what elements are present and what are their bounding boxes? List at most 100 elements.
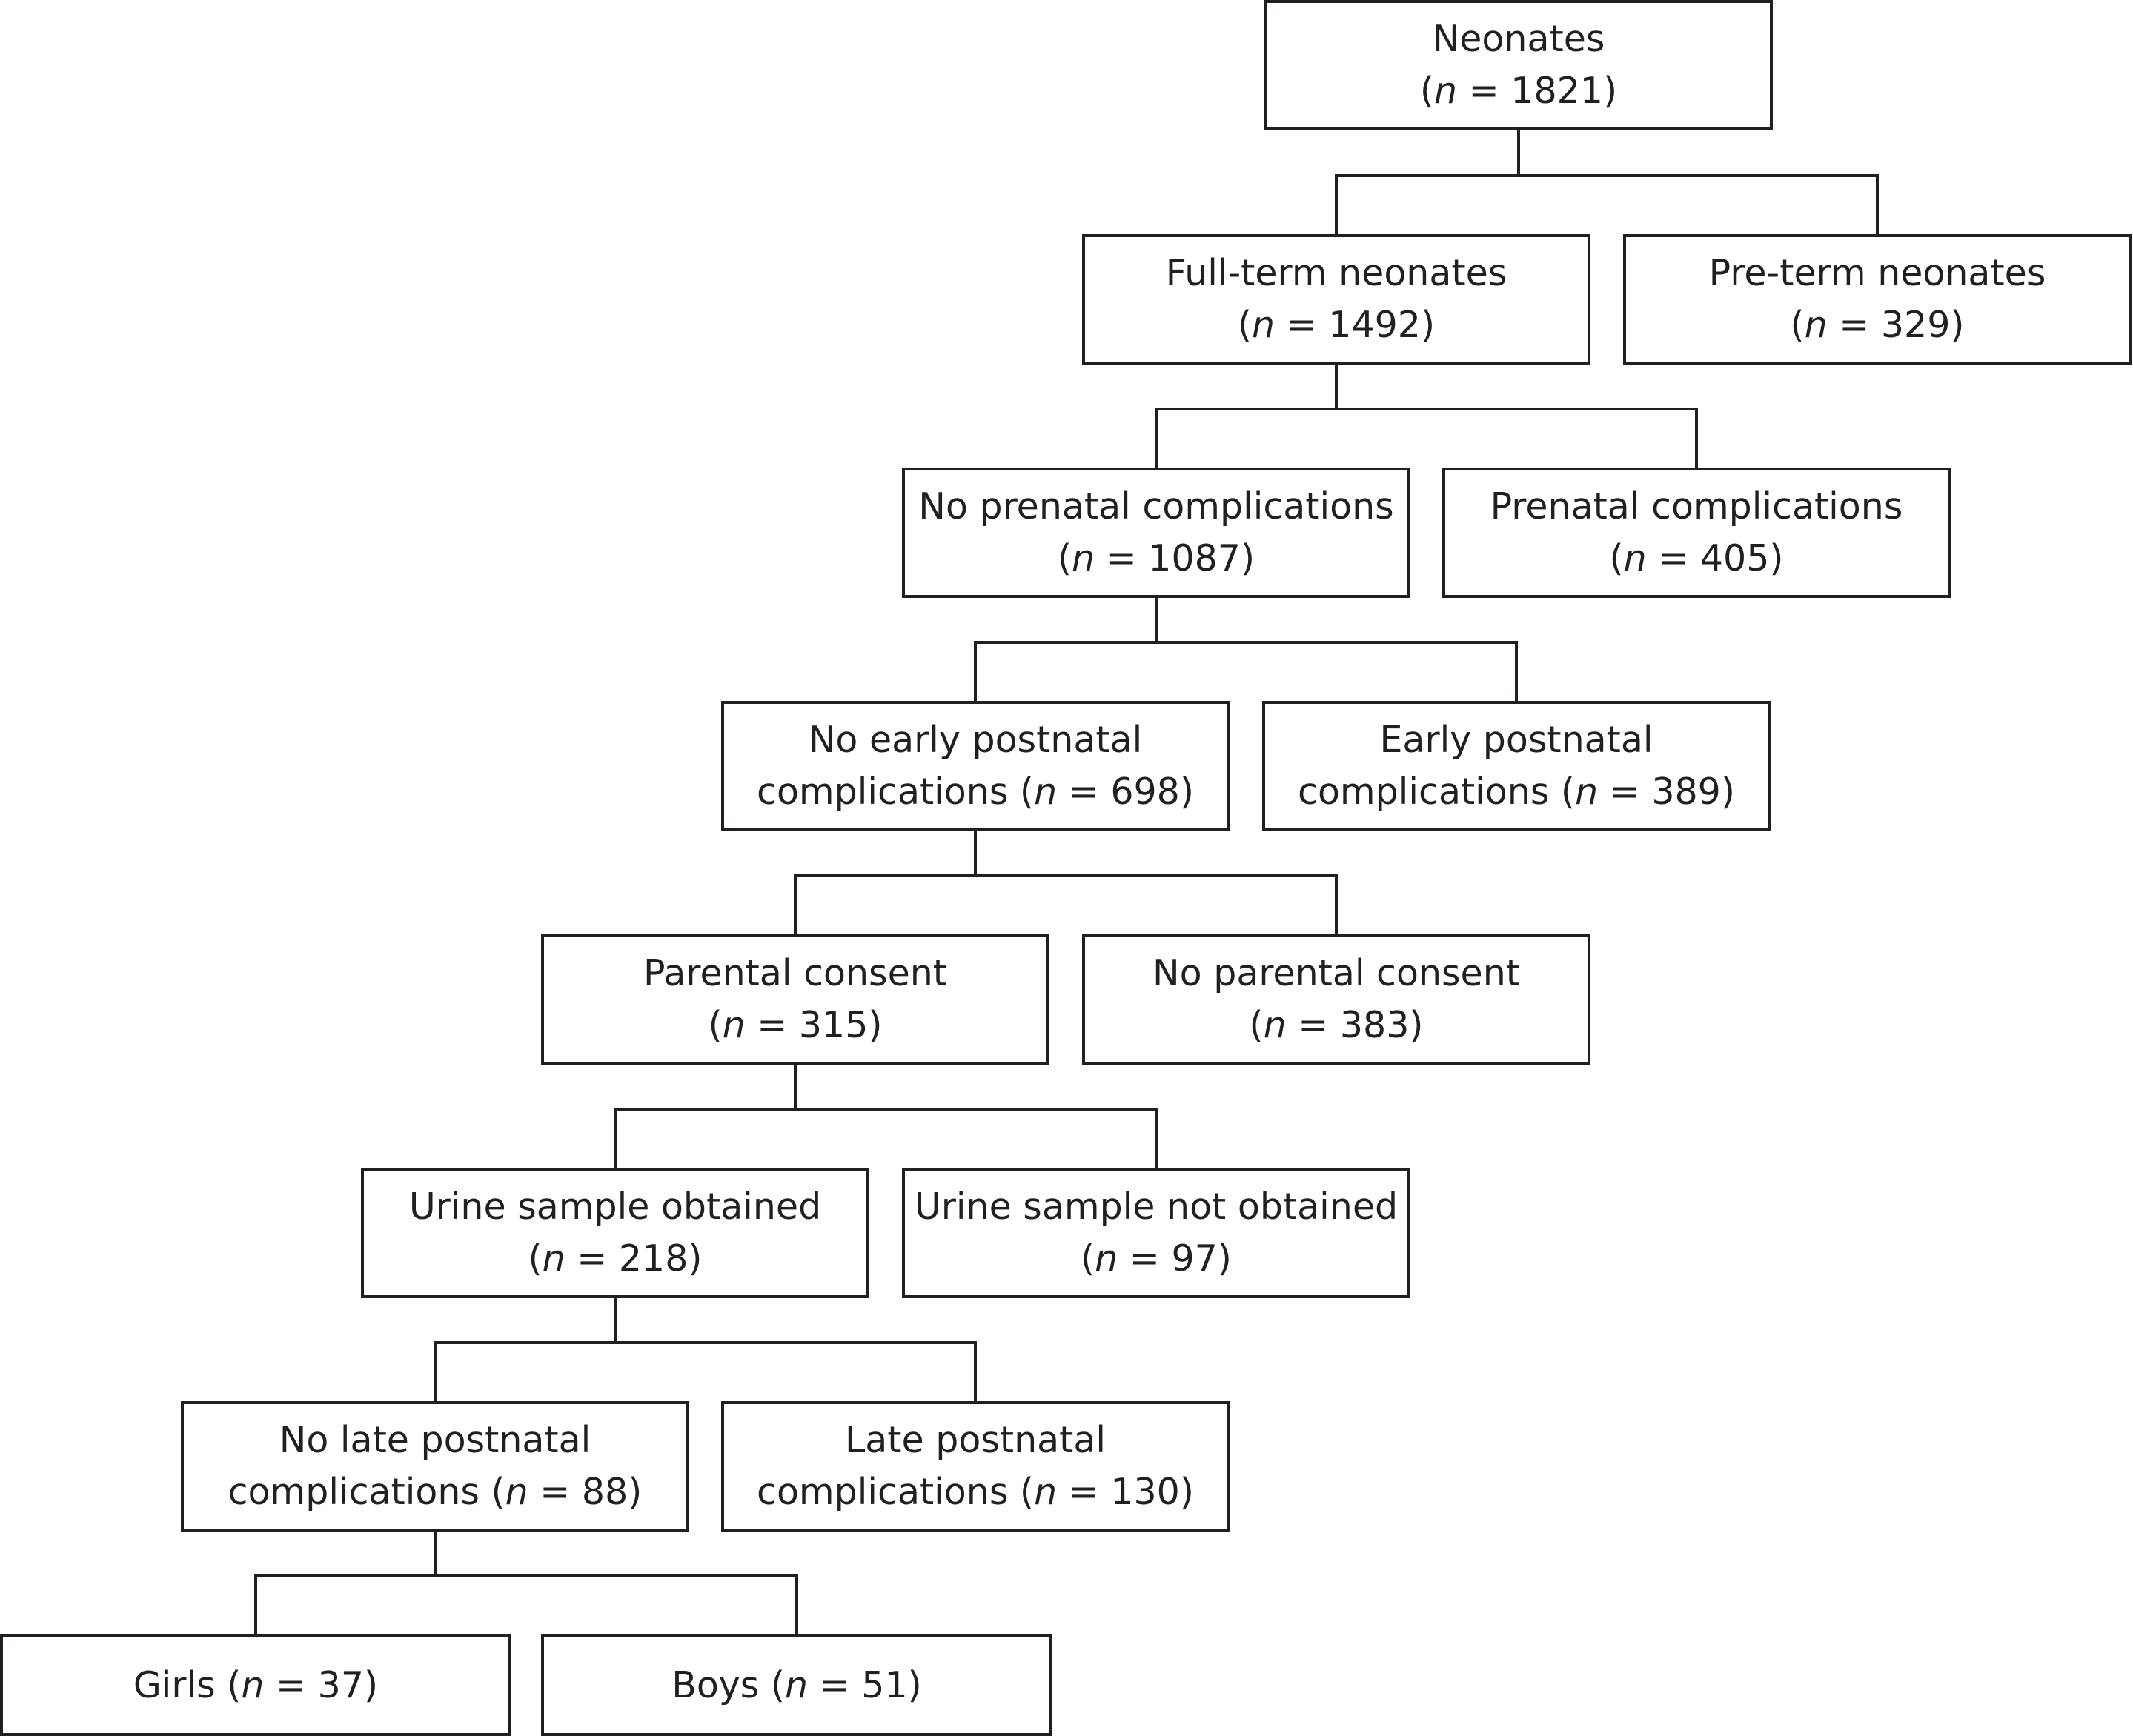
node-line: Late postnatal: [844, 1419, 1107, 1462]
sample-size-symbol: n: [722, 1004, 746, 1046]
sample-size-symbol: n: [1804, 304, 1828, 346]
sample-size-symbol: n: [1034, 771, 1058, 813]
node-text: Girls (n = 37): [133, 1660, 378, 1712]
node-line-prefix: Girls (: [133, 1663, 242, 1706]
node-full-term: Full-term neonates(n = 1492): [1082, 234, 1590, 365]
node-text: Urine sample not obtained(n = 97): [915, 1181, 1398, 1284]
node-line: (n = 1087): [918, 533, 1393, 585]
node-line-prefix: (: [1057, 537, 1072, 579]
node-line: (n = 315): [643, 1000, 947, 1051]
node-line-prefix: (: [1081, 1237, 1095, 1280]
node-line: No late postnatal: [279, 1419, 591, 1462]
connector-no-prenatal: [974, 596, 1518, 702]
sample-size-value: = 315): [745, 1004, 883, 1046]
node-text: Boys (n = 51): [671, 1660, 922, 1712]
sample-size-value: = 97): [1118, 1237, 1232, 1280]
node-line-prefix: complications (: [228, 1471, 505, 1513]
sample-size-value: = 1087): [1095, 537, 1255, 579]
node-line: No prenatal complications: [918, 485, 1394, 528]
sample-size-value: = 389): [1598, 771, 1735, 813]
sample-size-value: = 130): [1057, 1471, 1194, 1513]
node-no-consent: No parental consent (n = 383): [1082, 934, 1590, 1065]
node-prenatal: Prenatal complications (n = 405): [1442, 468, 1951, 598]
node-pre-term: Pre-term neonates(n = 329): [1623, 234, 2132, 365]
node-line-prefix: Boys (: [671, 1663, 786, 1706]
connector-neonates: [1335, 129, 1879, 236]
sample-size-value: = 88): [528, 1471, 643, 1513]
node-line-prefix: (: [1249, 1004, 1264, 1046]
node-line-prefix: (: [1609, 537, 1624, 579]
node-text: Urine sample obtained (n = 218): [409, 1181, 821, 1284]
node-neonates: Neonates(n = 1821): [1264, 0, 1773, 130]
node-line: Urine sample obtained: [408, 1185, 822, 1228]
node-line: Parental consent: [643, 952, 947, 995]
node-line: No parental consent: [1152, 952, 1520, 995]
connector-full-term: [1155, 363, 1698, 469]
sample-size-symbol: n: [542, 1237, 565, 1280]
node-consent: Parental consent (n = 315): [541, 934, 1049, 1065]
node-text: Full-term neonates(n = 1492): [1166, 247, 1507, 350]
node-line: (n = 383): [1152, 1000, 1520, 1051]
connector-no-early: [794, 830, 1338, 936]
node-line: No early postnatal: [808, 719, 1143, 762]
node-line-prefix: complications (: [1298, 771, 1576, 813]
node-line: (n = 1492): [1166, 299, 1507, 351]
sample-size-symbol: n: [1623, 537, 1647, 579]
sample-size-symbol: n: [505, 1471, 528, 1513]
node-no-urine: Urine sample not obtained(n = 97): [902, 1168, 1410, 1298]
node-text: Parental consent (n = 315): [643, 948, 947, 1051]
node-line: (n = 405): [1490, 533, 1903, 585]
node-line: (n = 329): [1709, 299, 2046, 351]
connector-urine: [434, 1297, 977, 1403]
node-boys: Boys (n = 51): [541, 1634, 1052, 1736]
node-line: complications (n = 88): [228, 1466, 643, 1518]
connector-no-late: [254, 1530, 798, 1636]
sample-size-symbol: n: [241, 1663, 265, 1706]
connector-consent: [614, 1063, 1158, 1169]
node-text: No prenatal complications (n = 1087): [918, 481, 1393, 584]
sample-size-symbol: n: [785, 1663, 809, 1706]
node-line-prefix: (: [1419, 70, 1435, 112]
sample-size-value: = 383): [1286, 1004, 1424, 1046]
node-line-prefix: (: [1237, 304, 1252, 346]
node-line-prefix: complications (: [757, 771, 1035, 813]
node-no-early: No early postnatal complications (n = 698…: [721, 701, 1230, 831]
node-line-prefix: (: [528, 1237, 543, 1280]
sample-size-value: = 51): [808, 1663, 922, 1706]
sample-size-value: = 405): [1646, 537, 1784, 579]
node-line: Prenatal complications: [1490, 485, 1903, 528]
node-line-prefix: (: [708, 1004, 723, 1046]
node-urine: Urine sample obtained (n = 218): [361, 1168, 869, 1298]
node-line: Early postnatal: [1379, 719, 1653, 762]
node-text: Pre-term neonates(n = 329): [1709, 247, 2046, 350]
node-line: Neonates: [1432, 18, 1605, 61]
node-line-prefix: complications (: [757, 1471, 1035, 1513]
node-line-prefix: (: [1790, 304, 1805, 346]
node-text: No parental consent (n = 383): [1152, 948, 1520, 1051]
node-girls: Girls (n = 37): [0, 1634, 511, 1736]
sample-size-value: = 329): [1827, 304, 1965, 346]
sample-size-symbol: n: [1095, 1237, 1118, 1280]
sample-size-symbol: n: [1263, 1004, 1287, 1046]
sample-size-value: = 698): [1057, 771, 1194, 813]
node-line: Pre-term neonates: [1708, 252, 2046, 295]
sample-size-symbol: n: [1072, 537, 1095, 579]
sample-size-value: = 218): [565, 1237, 703, 1280]
node-text: Neonates(n = 1821): [1420, 13, 1617, 116]
sample-size-value: = 37): [264, 1663, 379, 1706]
node-line: (n = 97): [915, 1233, 1398, 1285]
node-line: complications (n = 389): [1298, 766, 1735, 818]
node-line: complications (n = 130): [757, 1466, 1194, 1518]
sample-size-symbol: n: [1034, 1471, 1058, 1513]
sample-size-value: = 1492): [1275, 304, 1436, 346]
node-text: No early postnatal complications (n = 698…: [757, 714, 1194, 817]
node-line: (n = 1821): [1420, 65, 1617, 117]
node-line: (n = 218): [409, 1233, 821, 1285]
